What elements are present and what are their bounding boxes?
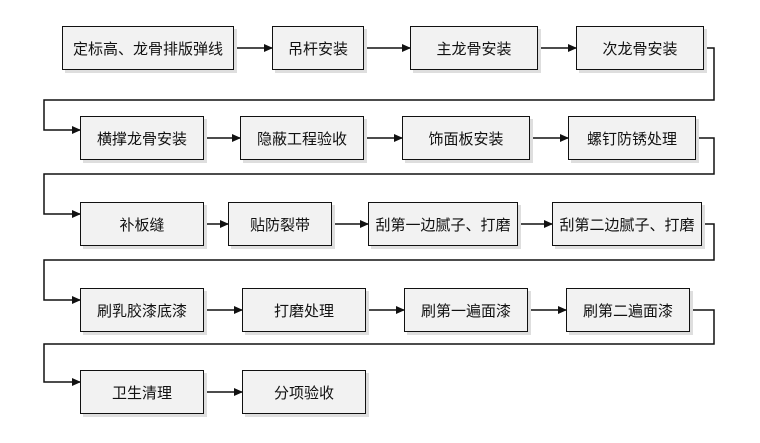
arrow-wrap-1-2: [43, 47, 715, 134]
step-anti-crack-tape: 贴防裂带: [228, 202, 332, 246]
step-sub-item-acceptance: 分项验收: [242, 370, 366, 414]
step-first-putty-and-sanding: 刮第一边腻子、打磨: [368, 202, 518, 246]
step-hanger-rod-installation: 吊杆安装: [272, 26, 364, 70]
step-cross-keel-installation: 横撑龙骨安装: [80, 116, 204, 160]
step-cleanup: 卫生清理: [80, 370, 204, 414]
step-facing-panel-installation: 饰面板安装: [402, 116, 530, 160]
step-latex-primer: 刷乳胶漆底漆: [80, 288, 204, 332]
step-screw-rustproofing: 螺钉防锈处理: [568, 116, 696, 160]
arrow-wrap-3-4: [43, 223, 715, 304]
step-main-keel-installation: 主龙骨安装: [410, 26, 538, 70]
arrow-wrap-4-5: [43, 309, 715, 386]
step-concealed-work-acceptance: 隐蔽工程验收: [240, 116, 364, 160]
step-ceiling-level-and-keel-layout: 定标高、龙骨排版弹线: [62, 26, 234, 70]
step-second-putty-and-sanding: 刮第二边腻子、打磨: [552, 202, 702, 246]
arrow-wrap-2-3: [43, 137, 715, 218]
step-second-topcoat: 刷第二遍面漆: [566, 288, 690, 332]
step-sanding-treatment: 打磨处理: [242, 288, 366, 332]
step-first-topcoat: 刷第一遍面漆: [404, 288, 528, 332]
step-board-joint-filling: 补板缝: [80, 202, 204, 246]
step-secondary-keel-installation: 次龙骨安装: [576, 26, 704, 70]
